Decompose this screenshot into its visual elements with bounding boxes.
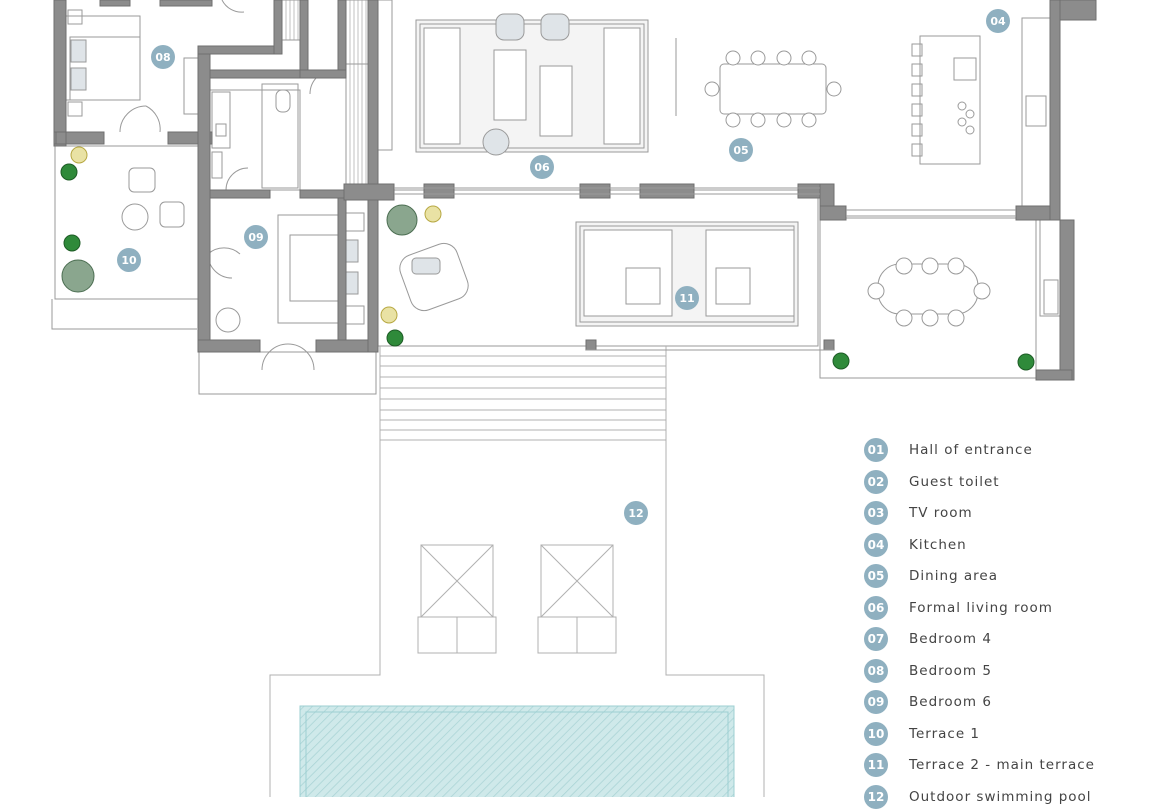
kitchen-04-area [911,17,1053,209]
legend-label: Dining area [909,568,998,584]
legend-number-badge: 10 [864,721,888,746]
pool-area-12 [269,346,765,797]
plant-icon [1017,353,1035,371]
bedroom-09-area [198,212,377,395]
walls [53,0,1097,381]
plant-icon [832,352,850,370]
legend-item: 05 Dining area [864,564,998,588]
bedroom-08-area [65,9,199,133]
legend-label: TV room [909,505,973,521]
room-marker-12: 12 [624,501,648,525]
plant-icons [60,146,1035,371]
dining-05-area [704,50,842,128]
legend-label: Bedroom 4 [909,631,992,647]
room-marker-10: 10 [117,248,141,272]
legend-label: Formal living room [909,599,1053,616]
plant-icon [60,163,78,181]
room-marker-label: 11 [679,292,694,305]
legend-number-badge: 08 [864,658,888,683]
legend-number-badge: 11 [864,753,888,777]
window-lines [394,187,1016,351]
room-marker-05: 05 [729,138,753,162]
legend-number-badge: 02 [864,469,888,494]
room-marker-label: 04 [990,15,1006,28]
room-marker-badge [675,286,699,310]
legend-number-badge: 05 [864,564,888,588]
room-marker-08: 08 [151,45,175,69]
room-marker-badge [530,155,554,179]
legend-item: 11 Terrace 2 - main terrace [864,753,1095,777]
legend-item: 03 TV room [864,501,973,525]
legend-label: Bedroom 6 [909,694,992,710]
legend-label: Hall of entrance [909,442,1033,458]
plant-icon [63,234,81,252]
room-marker-label: 06 [534,161,550,174]
room-marker-badge [986,9,1010,33]
plant-icon [61,259,95,293]
legend-number-badge: 03 [864,501,888,525]
room-marker-badge [624,501,648,525]
room-marker-09: 09 [244,225,268,249]
legend-label: Guest toilet [909,473,1000,490]
room-marker-badge [244,225,268,249]
legend-item: 04 Kitchen [864,532,967,557]
plant-icon [424,205,442,223]
bathroom-area [209,0,335,191]
legend-number-badge: 09 [864,690,888,714]
legend-item: 07 Bedroom 4 [864,627,992,651]
legend-number-badge: 01 [864,438,888,462]
legend-item: 10 Terrace 1 [864,721,981,746]
plant-icon [70,146,88,164]
legend-number-badge: 04 [864,532,888,557]
legend-number-badge: 06 [864,595,888,620]
room-marker-badge [117,248,141,272]
room-markers: 04 05 06 08 09 10 11 12 [117,9,1010,525]
room-marker-label: 05 [733,144,748,157]
legend-item: 09 Bedroom 6 [864,690,992,714]
legend-item: 02 Guest toilet [864,469,1000,494]
legend-item: 01 Hall of entrance [864,438,1033,462]
room-marker-badge [729,138,753,162]
room-marker-label: 12 [628,507,643,520]
living-room-06-area [415,13,677,156]
legend-label: Terrace 1 [909,725,981,742]
room-marker-11: 11 [675,286,699,310]
legend-item: 06 Formal living room [864,595,1053,620]
legend-number-badge: 07 [864,627,888,651]
plant-icon [386,329,404,347]
plant-icon [386,204,418,236]
room-marker-label: 10 [121,254,137,267]
legend-label: Bedroom 5 [909,662,992,679]
plant-icon [380,306,398,324]
room-marker-04: 04 [986,9,1010,33]
legend-item: 08 Bedroom 5 [864,658,992,683]
room-marker-badge [151,45,175,69]
legend-label: Terrace 2 - main terrace [909,757,1095,773]
room-marker-06: 06 [530,155,554,179]
legend-label: Kitchen [909,536,967,553]
room-marker-label: 09 [248,231,263,244]
room-marker-label: 08 [155,51,170,64]
